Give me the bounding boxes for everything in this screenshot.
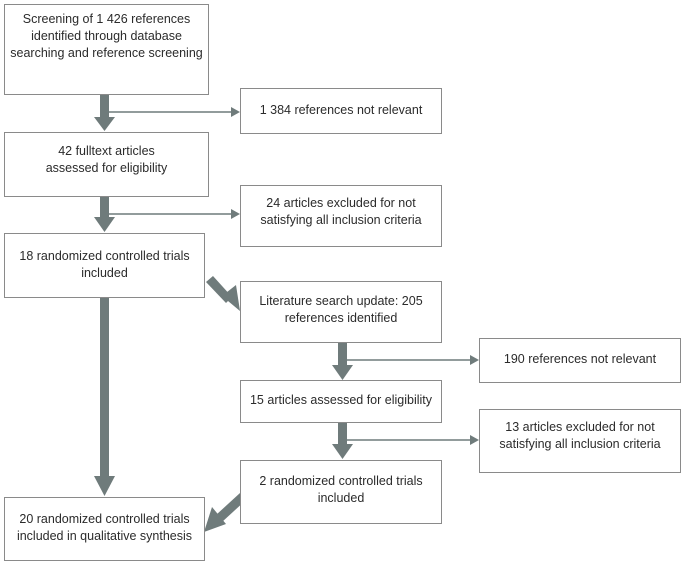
text-line: searching and reference screening — [10, 46, 203, 60]
arrow-rct2-to-rct20 — [204, 493, 246, 532]
text-line: included — [81, 266, 128, 280]
arrow-rct18-to-update — [206, 276, 240, 311]
box-not-relevant-1: 1 384 references not relevant — [240, 88, 442, 134]
box-screening: Screening of 1 426 references identified… — [4, 4, 209, 95]
text-line: Screening of 1 426 references — [22, 12, 191, 26]
text-line: included in qualitative synthesis — [16, 529, 193, 543]
arrow-rct18-to-rct20 — [94, 298, 115, 496]
text-line: Literature search update: 205 — [259, 294, 423, 308]
box-rct-18: 18 randomized controlled trials included — [4, 233, 205, 298]
text-line: 42 fulltext articles — [58, 144, 155, 158]
arrow-update-to-not-relevant — [347, 355, 479, 365]
text-line: 20 randomized controlled trials — [19, 512, 190, 526]
box-rct-2: 2 randomized controlled trials included — [240, 460, 442, 524]
arrow-screening-to-not-relevant — [109, 107, 240, 117]
arrow-screening-to-fulltext — [94, 95, 115, 131]
box-fulltext: 42 fulltext articles assessed for eligib… — [4, 132, 209, 197]
text-line: 15 articles assessed for eligibility — [249, 393, 433, 407]
text-line: satisfying all inclusion criteria — [260, 213, 422, 227]
text-line: identified through database — [31, 29, 182, 43]
text-line: 24 articles excluded for not — [266, 196, 416, 210]
text-line: included — [317, 491, 365, 505]
box-excluded-2: 13 articles excluded for not satisfying … — [479, 409, 681, 473]
box-not-relevant-2: 190 references not relevant — [479, 338, 681, 383]
box-assessed-15: 15 articles assessed for eligibility — [240, 380, 442, 423]
arrow-fulltext-to-excluded — [109, 209, 240, 219]
arrow-assessed-to-excluded — [347, 435, 479, 445]
text-line: 190 references not relevant — [503, 352, 657, 366]
arrow-assessed-to-rct2 — [332, 423, 353, 459]
arrow-fulltext-to-rct18 — [94, 197, 115, 232]
box-excluded-1: 24 articles excluded for not satisfying … — [240, 185, 442, 247]
box-rct-20: 20 randomized controlled trials included… — [4, 497, 205, 561]
box-search-update: Literature search update: 205 references… — [240, 281, 442, 343]
text-line: assessed for eligibility — [45, 161, 168, 175]
text-line: 2 randomized controlled trials — [259, 474, 423, 488]
text-line: references identified — [284, 311, 398, 325]
text-line: 1 384 references not relevant — [259, 103, 423, 117]
text-line: satisfying all inclusion criteria — [499, 437, 661, 451]
text-line: 13 articles excluded for not — [505, 420, 655, 434]
arrow-update-to-assessed — [332, 343, 353, 380]
text-line: 18 randomized controlled trials — [19, 249, 190, 263]
